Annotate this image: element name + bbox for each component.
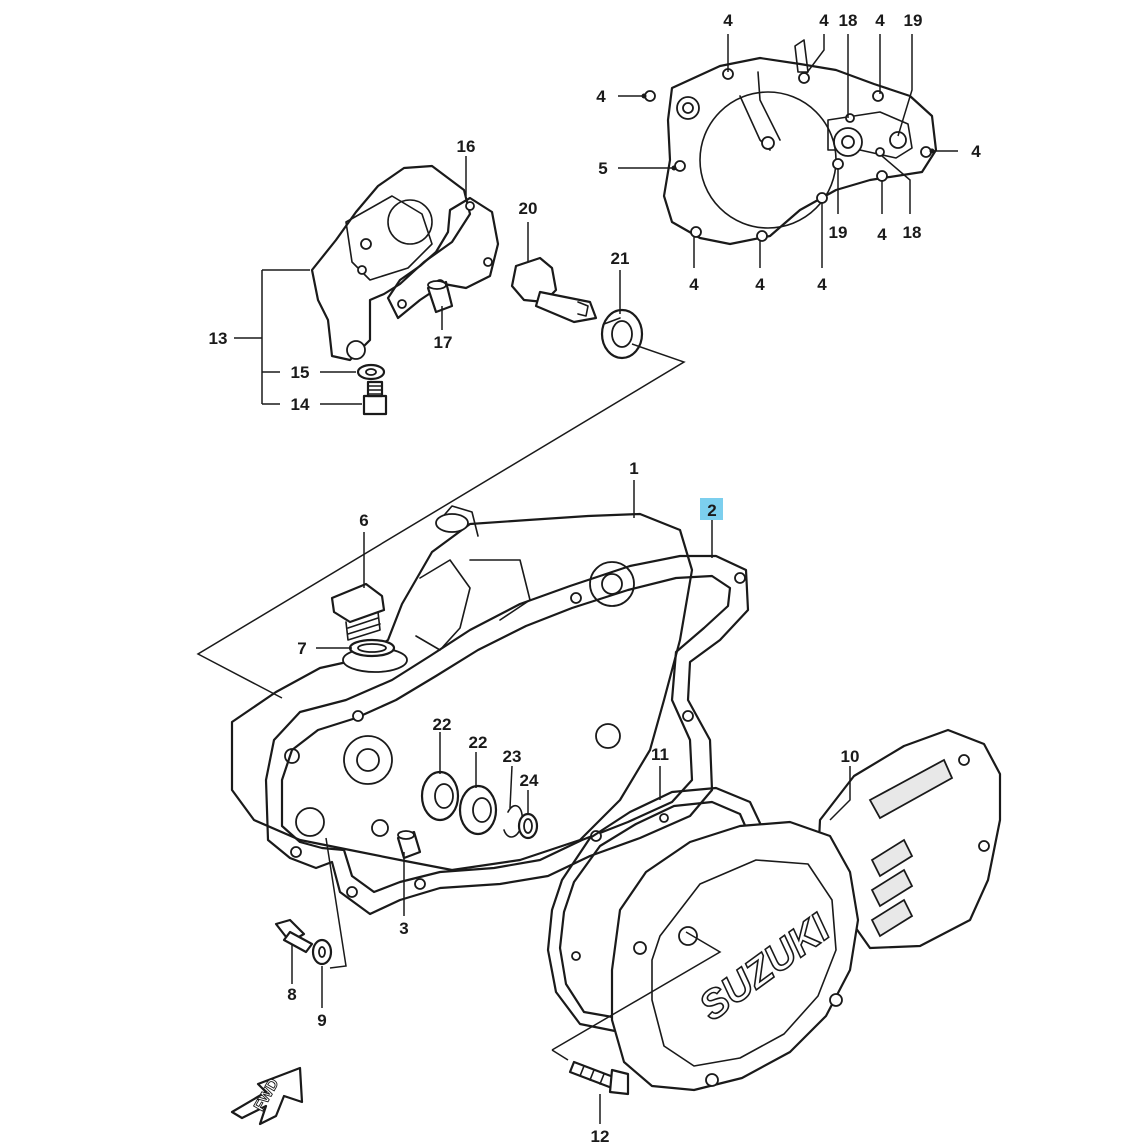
callout-20: 20 [519, 199, 538, 218]
callout-2: 2 [707, 501, 716, 520]
washer-15 [356, 363, 386, 381]
callout-10: 10 [841, 747, 860, 766]
callout-18: 18 [839, 11, 858, 30]
callout-4: 4 [689, 275, 699, 294]
callout-22: 22 [433, 715, 452, 734]
water-pump-case [310, 164, 500, 362]
fwd-arrow-icon: FWD [230, 1066, 304, 1126]
bearing-22b [458, 784, 498, 836]
callout-4: 4 [817, 275, 827, 294]
callout-4: 4 [723, 11, 733, 30]
callout-23: 23 [503, 747, 522, 766]
callout-19: 19 [829, 223, 848, 242]
impeller-shaft-20 [510, 256, 598, 324]
callout-5: 5 [598, 159, 607, 178]
ring-24 [517, 812, 539, 840]
callout-16: 16 [457, 137, 476, 156]
highlight-box [700, 498, 723, 520]
bolt-12 [568, 1060, 630, 1096]
dowel-pin-3 [396, 830, 422, 860]
callout-24: 24 [520, 771, 539, 790]
callout-12: 12 [591, 1127, 610, 1146]
callout-7: 7 [297, 639, 306, 658]
washer-9 [311, 938, 333, 966]
callouts: 4 4 18 4 19 4 5 4 19 4 18 4 4 4 16 20 21… [209, 11, 982, 1146]
callout-22: 22 [469, 733, 488, 752]
callout-11: 11 [651, 745, 669, 764]
callout-1: 1 [629, 459, 638, 478]
gasket-2 [264, 554, 750, 916]
callout-8: 8 [287, 985, 296, 1004]
callout-19: 19 [904, 11, 923, 30]
o-ring-7 [348, 638, 396, 658]
callout-4: 4 [971, 142, 981, 161]
callout-4: 4 [819, 11, 829, 30]
callout-21: 21 [611, 249, 630, 268]
callout-14: 14 [291, 395, 310, 414]
callout-18: 18 [903, 223, 922, 242]
callout-3: 3 [399, 919, 408, 938]
bolt-14 [362, 380, 388, 416]
callout-4: 4 [596, 87, 606, 106]
leader-dots [641, 93, 935, 171]
dowel-pin-17 [426, 280, 454, 314]
callout-15: 15 [291, 363, 310, 382]
magneto-cover: SUZUKI [610, 820, 860, 1092]
bolt-8 [274, 918, 314, 954]
callout-4: 4 [875, 11, 885, 30]
leader-lines [196, 34, 958, 1124]
bearing-22a [420, 770, 460, 822]
callout-13: 13 [209, 329, 228, 348]
callout-4: 4 [877, 225, 887, 244]
bearing-21 [600, 308, 644, 360]
oil-filler-plug-6 [330, 582, 386, 641]
callout-4: 4 [755, 275, 765, 294]
callout-17: 17 [434, 333, 453, 352]
callout-6: 6 [359, 511, 368, 530]
callout-9: 9 [317, 1011, 326, 1030]
sprocket-cover-10 [816, 728, 1002, 950]
clutch-cover-top [644, 39, 938, 246]
